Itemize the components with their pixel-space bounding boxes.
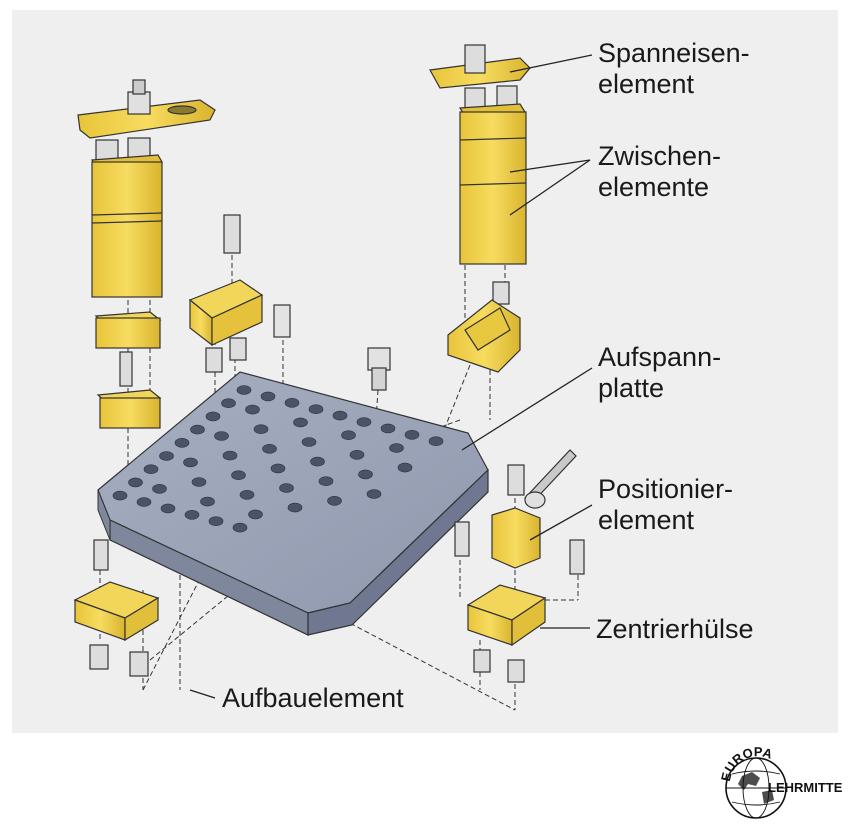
plate-hole	[270, 463, 286, 474]
plate-hole	[428, 436, 444, 447]
plate-hole	[293, 417, 308, 428]
plate-hole	[205, 411, 221, 422]
label-aufspannplatte: Aufspann- platte	[598, 342, 722, 403]
plate-hole	[214, 431, 229, 441]
plate-hole	[389, 443, 404, 453]
label-leaders	[189, 54, 593, 699]
plate-hole	[232, 522, 248, 533]
plate-hole	[287, 502, 303, 513]
plate-hole	[184, 509, 200, 520]
centering-block	[466, 584, 547, 683]
plate-hole	[221, 398, 236, 409]
plate-hole	[349, 449, 365, 460]
standoff-bolt	[367, 347, 391, 391]
plate-hole	[279, 483, 294, 493]
plate-hole	[208, 516, 224, 527]
plate-hole	[358, 469, 373, 480]
plate-hole	[222, 450, 238, 461]
plate-hole	[262, 443, 277, 454]
mounting-element	[73, 539, 160, 677]
plate-hole	[332, 410, 348, 421]
plate-holes	[112, 385, 444, 533]
plate-hole	[112, 490, 128, 501]
plate-hole	[174, 437, 190, 448]
plate-hole	[397, 462, 413, 473]
plate-hole	[128, 477, 143, 488]
plate-hole	[190, 424, 205, 435]
plate-hole	[366, 489, 382, 499]
plate-hole	[284, 397, 300, 408]
label-spanneisenelement: Spanneisen- element	[598, 38, 750, 99]
label-zentrierhuelse: Zentrierhülse	[596, 614, 754, 644]
plate-hole	[310, 456, 325, 467]
plate-hole	[380, 423, 396, 434]
plate-hole	[143, 464, 159, 475]
spacer-block-left	[94, 311, 162, 429]
plate-hole	[236, 385, 252, 395]
plate-hole	[152, 483, 167, 494]
plate-hole	[356, 417, 372, 427]
label-zwischenelemente: Zwischen- elemente	[598, 141, 722, 202]
plate-hole	[248, 509, 263, 520]
plate-hole	[308, 404, 324, 415]
clamp-element-right	[429, 44, 531, 265]
logo-text-bottom: LEHRMITTEL	[768, 780, 842, 795]
plate-hole	[245, 404, 260, 415]
clamp-element-left	[77, 79, 216, 298]
plate-hole	[159, 451, 174, 461]
plate-hole	[136, 497, 152, 507]
plate-hole	[239, 489, 255, 500]
plate-hole	[318, 476, 334, 487]
globe-icon	[725, 757, 787, 819]
plate-hole	[301, 437, 317, 447]
label-positionierelement: Positionier- element	[598, 474, 734, 535]
plate-hole	[200, 496, 215, 507]
positioning-element	[454, 449, 585, 575]
plate-hole	[260, 391, 276, 402]
plate-hole	[404, 429, 420, 440]
label-aufbauelement: Aufbauelement	[222, 683, 404, 713]
positioning-wedge-right	[447, 281, 521, 373]
plate-hole	[341, 430, 356, 441]
clamp-block-middle	[188, 214, 291, 373]
europa-lehrmittel-logo: EUROPA LEHRMITTEL	[718, 744, 842, 819]
base-plate	[97, 371, 489, 636]
plate-hole	[183, 457, 198, 468]
plate-hole	[253, 424, 269, 435]
plate-hole	[327, 495, 342, 506]
plate-hole	[160, 503, 176, 514]
plate-hole	[191, 477, 207, 487]
plate-hole	[231, 470, 246, 481]
